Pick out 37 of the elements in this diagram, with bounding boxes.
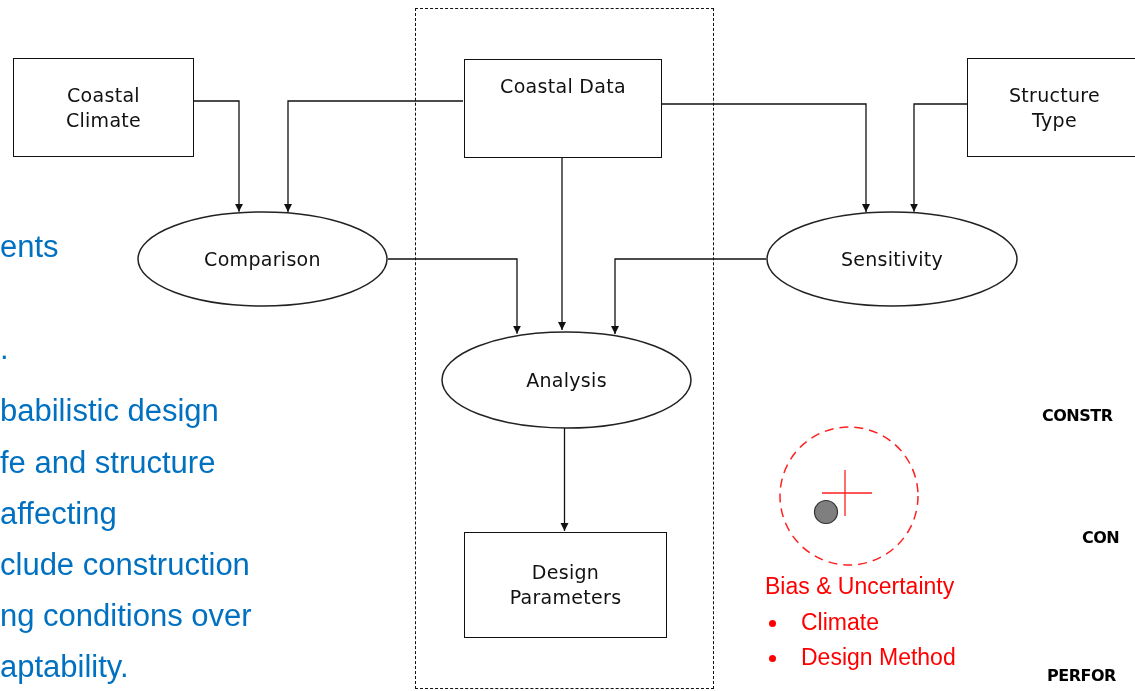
node-label: Comparison [204, 246, 321, 272]
annotation-text: Bias & Uncertainty [765, 573, 955, 600]
process-ellipse [137, 211, 388, 307]
body-text-line: . [0, 331, 9, 367]
dashed-boundary-box [415, 8, 714, 689]
arrow [193, 100, 243, 213]
side-heading: CONSTR [1042, 406, 1113, 425]
node-label: Design Parameters [508, 560, 623, 610]
arrow [558, 156, 566, 331]
node-label: Sensitivity [840, 246, 944, 272]
data-box [967, 58, 1135, 157]
node-label: Coastal Climate [64, 82, 143, 133]
body-text-line: ng conditions over [0, 598, 252, 634]
data-box [464, 532, 667, 638]
side-heading: PERFOR [1047, 666, 1116, 685]
annotation-text: Climate [801, 609, 879, 636]
arrow [660, 103, 870, 213]
process-ellipse [766, 211, 1018, 307]
data-box [13, 58, 194, 157]
arrow [387, 258, 521, 335]
node-label: Analysis [526, 367, 607, 393]
process-ellipse [441, 331, 692, 429]
body-text-line: aptability. [0, 649, 129, 685]
node-label: Coastal Data [500, 74, 626, 99]
side-heading: CON [1082, 528, 1120, 547]
body-text-line: clude construction [0, 547, 250, 583]
body-text-line: fe and structure [0, 445, 216, 481]
body-text-line: ents [0, 229, 59, 265]
data-box [464, 59, 662, 158]
body-text-line: affecting [0, 496, 117, 532]
arrow [611, 258, 767, 335]
arrow [910, 103, 968, 213]
arrow [560, 427, 569, 532]
body-text-line: babilistic design [0, 393, 219, 429]
annotation-text: Design Method [801, 644, 956, 671]
arrow [284, 100, 464, 213]
node-label: Structure Type [1007, 82, 1102, 133]
